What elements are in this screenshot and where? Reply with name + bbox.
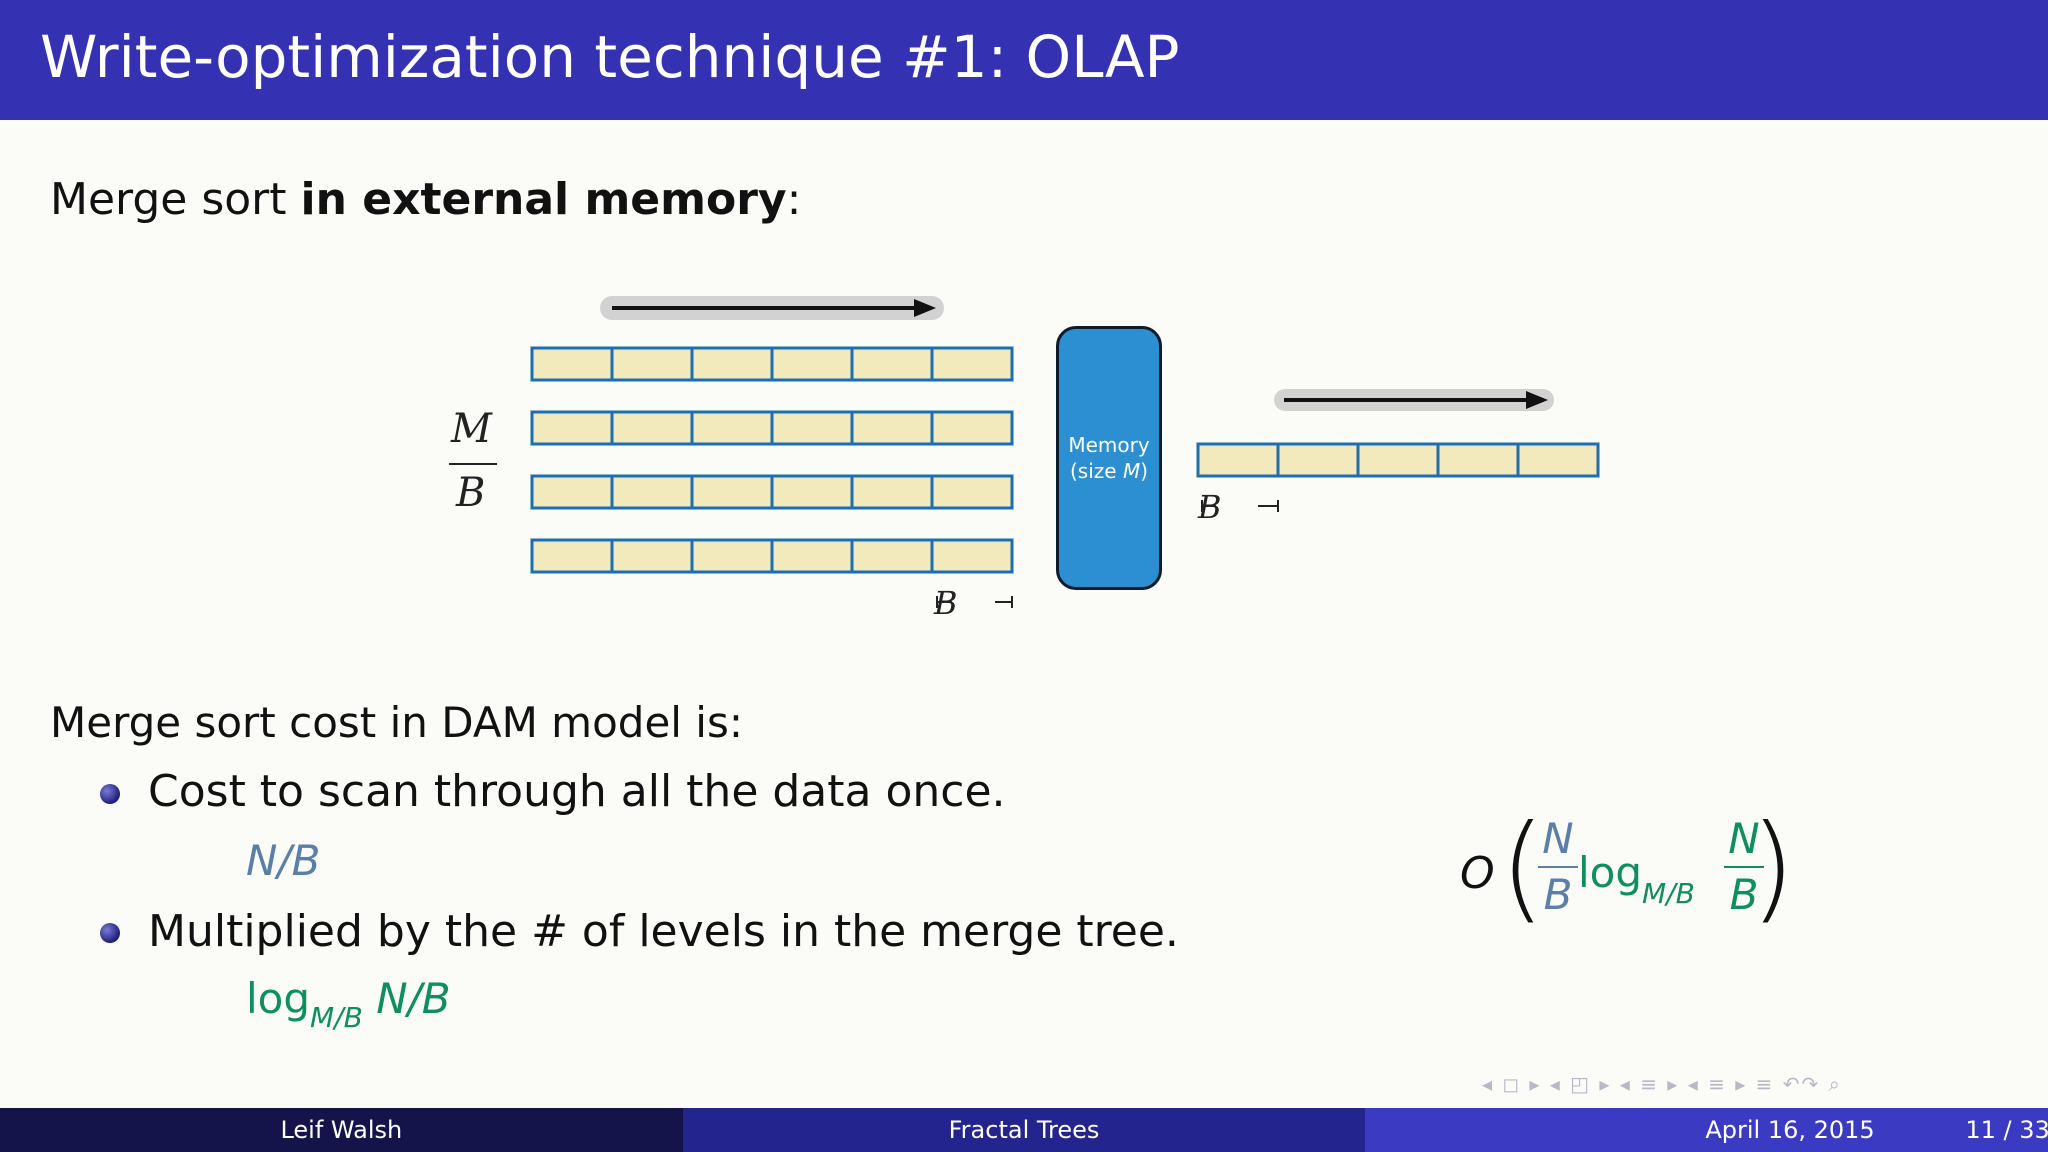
output-block	[1516, 442, 1600, 478]
input-block	[850, 474, 934, 510]
log-term: logM/B	[1578, 848, 1695, 910]
heading-suffix: :	[786, 174, 802, 225]
memory-size-label: (size M)	[1069, 459, 1149, 483]
output-block	[1436, 442, 1520, 478]
slide-heading: Merge sort in external memory:	[50, 178, 801, 222]
output-block	[1196, 442, 1280, 478]
input-block	[610, 538, 694, 574]
input-block	[850, 346, 934, 382]
input-block	[930, 346, 1014, 382]
footer-bar: Leif Walsh Fractal Trees April 16, 2015 …	[0, 1108, 2048, 1152]
input-block	[690, 410, 774, 446]
levels-formula: logM/B N/B	[246, 974, 451, 1034]
footer-date-page: April 16, 2015 11 / 33	[1365, 1108, 2048, 1152]
input-block	[690, 346, 774, 382]
input-block	[770, 410, 854, 446]
footer-date: April 16, 2015	[1705, 1116, 1875, 1144]
input-block	[530, 410, 614, 446]
block-size-label: B	[934, 584, 958, 622]
output-block	[1356, 442, 1440, 478]
input-block	[850, 410, 934, 446]
cost-section-title: Merge sort cost in DAM model is:	[50, 698, 743, 747]
m-over-b-fraction-bar	[449, 463, 497, 465]
m-over-b-numerator: M	[451, 406, 492, 452]
memory-label: Memory	[1068, 433, 1150, 457]
input-block	[770, 474, 854, 510]
big-o: O	[1460, 848, 1495, 899]
right-paren: )	[1750, 800, 1796, 935]
input-block	[610, 346, 694, 382]
input-block	[530, 474, 614, 510]
n-over-b-fraction-2: N B	[1724, 818, 1764, 916]
beamer-navigation-icons[interactable]: ◂ ◻ ▸ ◂ ◰ ▸ ◂ ≡ ▸ ◂ ≡ ▸ ≡ ↶↷ ⌕	[1482, 1072, 1842, 1096]
block-size-label-output: B	[1198, 488, 1222, 526]
input-block	[690, 474, 774, 510]
input-block	[770, 346, 854, 382]
slide-title: Write-optimization technique #1: OLAP	[40, 23, 1180, 91]
bullet-levels-text: Multiplied by the # of levels in the mer…	[148, 906, 1179, 957]
output-arrow-head	[1526, 391, 1548, 409]
bullet-marker	[100, 923, 120, 943]
input-block	[850, 538, 934, 574]
input-block	[690, 538, 774, 574]
input-block	[610, 410, 694, 446]
footer-page-number: 11 / 33	[1965, 1116, 2048, 1144]
bullet-marker	[100, 784, 120, 804]
total-cost-formula: O ( N B logM/B N B )	[1450, 800, 1800, 950]
input-arrow-head	[914, 299, 936, 317]
title-bar: Write-optimization technique #1: OLAP	[0, 0, 2048, 120]
input-runs	[530, 346, 1014, 574]
input-block	[530, 346, 614, 382]
bullet-scan-text: Cost to scan through all the data once.	[148, 766, 1006, 817]
output-block	[1276, 442, 1360, 478]
m-over-b-denominator: B	[456, 470, 486, 516]
heading-bold: in external memory	[300, 174, 787, 225]
input-block	[930, 410, 1014, 446]
memory-box: Memory (size M)	[1056, 326, 1162, 590]
input-block	[530, 538, 614, 574]
input-block	[770, 538, 854, 574]
left-paren: (	[1500, 800, 1546, 935]
n-over-b-fraction: N B	[1538, 818, 1578, 916]
output-run	[1196, 442, 1600, 478]
scan-cost-formula: N/B	[246, 836, 321, 885]
footer-author: Leif Walsh	[0, 1108, 683, 1152]
input-block	[930, 538, 1014, 574]
heading-prefix: Merge sort	[50, 174, 301, 225]
input-block	[610, 474, 694, 510]
input-block	[930, 474, 1014, 510]
footer-talk-title: Fractal Trees	[682, 1108, 1366, 1152]
